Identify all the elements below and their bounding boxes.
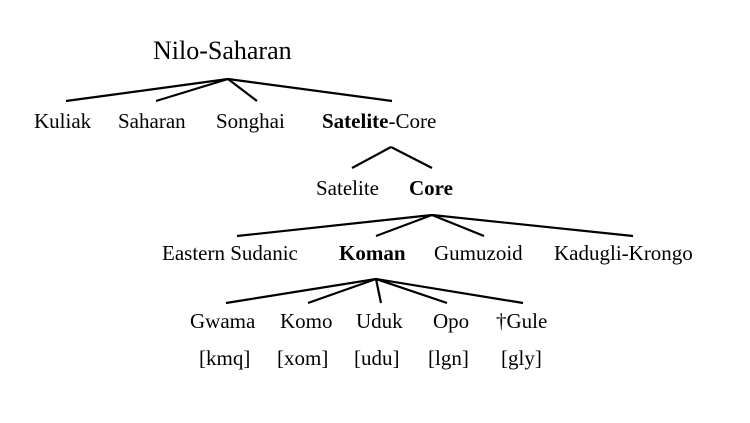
branch-line xyxy=(375,277,448,305)
node-songhai: Songhai xyxy=(216,109,285,133)
branch-line xyxy=(227,77,393,103)
branch-line xyxy=(225,277,377,305)
node-kadugli-krongo: Kadugli-Krongo xyxy=(554,241,693,265)
node-satelite: Satelite xyxy=(316,176,379,200)
node-koman: Koman xyxy=(339,241,406,265)
leaf-uduk: Uduk xyxy=(356,309,403,333)
code-gly: [gly] xyxy=(501,346,542,370)
branch-line xyxy=(431,213,485,238)
node-gumuzoid: Gumuzoid xyxy=(434,241,523,265)
node-satelite-core: Satelite-Core xyxy=(322,111,436,132)
branch-line xyxy=(374,278,383,304)
leaf-gwama: Gwama xyxy=(190,309,256,333)
node-kuliak: Kuliak xyxy=(34,109,92,133)
branch-line xyxy=(307,277,377,305)
node-saharan: Saharan xyxy=(118,109,186,133)
branch-line xyxy=(65,77,229,103)
branch-line xyxy=(227,78,258,102)
node-satelite-core-bold: Satelite xyxy=(322,109,389,133)
leaf-gule: †Gule xyxy=(496,309,548,333)
code-udu: [udu] xyxy=(354,346,400,370)
branch-line xyxy=(390,146,433,169)
node-nilo-saharan: Nilo-Saharan xyxy=(153,36,292,65)
branch-line xyxy=(155,77,229,103)
branch-line xyxy=(431,213,634,238)
node-core: Core xyxy=(409,176,453,200)
node-eastern-sudanic: Eastern Sudanic xyxy=(162,241,298,265)
leaf-opo: Opo xyxy=(433,309,470,333)
branch-line xyxy=(375,277,524,305)
code-xom: [xom] xyxy=(277,346,329,370)
branch-line xyxy=(236,213,433,238)
code-kmq: [kmq] xyxy=(199,346,251,370)
node-satelite-core-rest: -Core xyxy=(388,109,437,133)
branch-line xyxy=(375,213,433,238)
branch-line xyxy=(351,146,392,169)
leaf-komo: Komo xyxy=(280,309,333,333)
code-lgn: [lgn] xyxy=(428,346,469,370)
